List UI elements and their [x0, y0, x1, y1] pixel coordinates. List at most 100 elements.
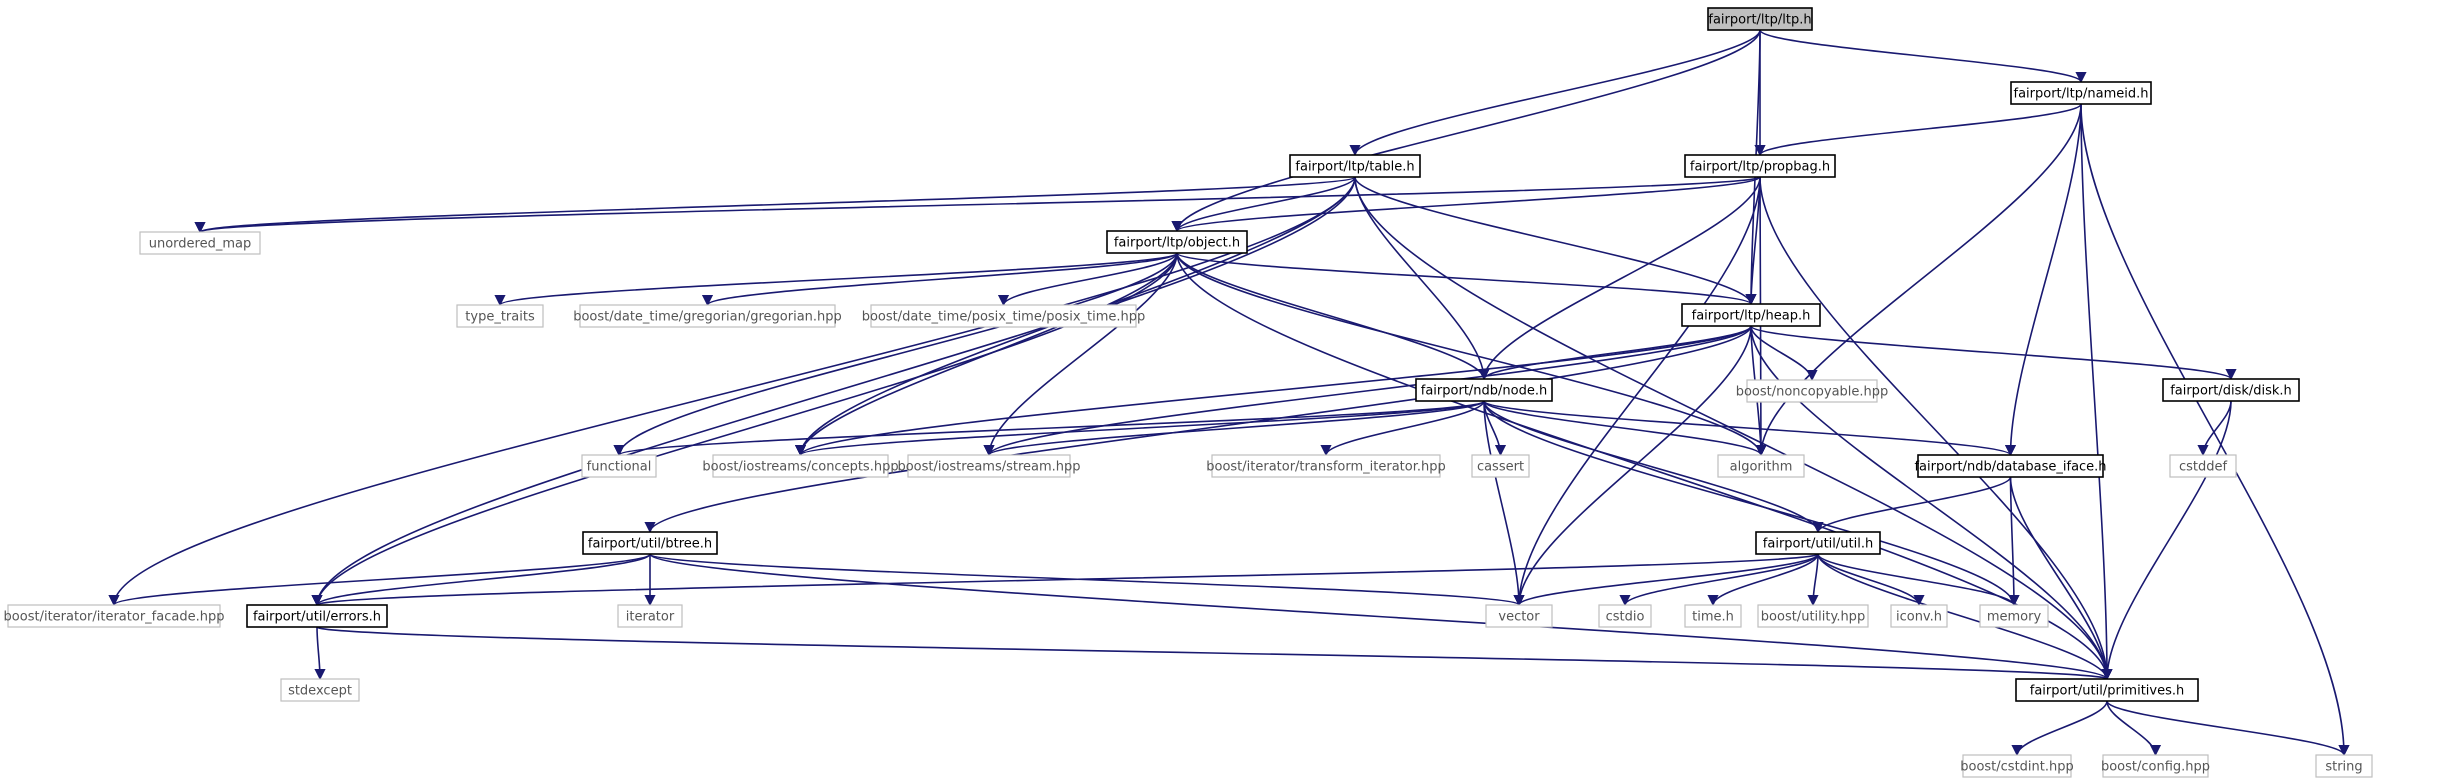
node-box	[1717, 454, 1805, 478]
edge-table_h-to-object_h	[1171, 176, 1356, 233]
edge-btree_h-to-iterator_facade_hpp	[108, 553, 651, 607]
node-box	[1707, 7, 1813, 31]
node-label: algorithm	[1730, 460, 1793, 475]
node-box	[1890, 604, 1948, 628]
edge-nameid_h-to-string	[2080, 103, 2350, 757]
node-transform-iterator-hpp: boost/iterator/transform_iterator.hpp	[1206, 454, 1446, 478]
edge-propbag_h-to-object_h	[1171, 176, 1761, 233]
node-concepts-hpp: boost/iostreams/concepts.hpp	[702, 454, 899, 478]
node-box	[2169, 454, 2237, 478]
node-nameid-h[interactable]: fairport/ltp/nameid.h	[2010, 81, 2152, 105]
edge-heap_h-to-stream_hpp	[983, 325, 1752, 457]
node-functional: functional	[581, 454, 657, 478]
node-label: fairport/ltp/table.h	[1295, 160, 1414, 175]
node-box	[1415, 378, 1553, 402]
node-label: boost/utility.hpp	[1761, 610, 1865, 625]
node-box	[280, 678, 360, 702]
node-box	[1684, 604, 1742, 628]
node-box	[1962, 754, 2072, 778]
edge-errors_h-to-stdexcept	[314, 626, 326, 681]
edge-util_h-to-iconv_h	[1817, 553, 1925, 607]
node-label: cassert	[1477, 460, 1524, 475]
edge-node_h-to-concepts_hpp	[795, 400, 1485, 457]
node-util-h[interactable]: fairport/util/util.h	[1755, 531, 1881, 555]
edge-propbag_h-to-vector	[1513, 176, 1761, 607]
edge-ltp_h-to-object_h	[1171, 29, 1761, 233]
node-box	[1211, 454, 1441, 478]
node-box	[1979, 604, 2049, 628]
node-memory: memory	[1979, 604, 2049, 628]
node-ltp-h[interactable]: fairport/ltp/ltp.h	[1707, 7, 1813, 31]
node-label: boost/iostreams/stream.hpp	[897, 460, 1080, 475]
node-disk-h[interactable]: fairport/disk/disk.h	[2162, 378, 2300, 402]
node-node-h[interactable]: fairport/ndb/node.h	[1415, 378, 1553, 402]
node-primitives-h[interactable]: fairport/util/primitives.h	[2015, 678, 2199, 702]
node-noncopyable-hpp: boost/noncopyable.hpp	[1736, 379, 1889, 403]
edge-nameid_h-to-primitives_h	[2080, 103, 2113, 681]
node-label: unordered_map	[149, 237, 252, 252]
node-label: boost/cstdint.hpp	[1960, 760, 2074, 775]
edge-util_h-to-cstdio	[1619, 553, 1819, 607]
node-table-h[interactable]: fairport/ltp/table.h	[1289, 154, 1421, 178]
node-label: fairport/ndb/database_iface.h	[1914, 460, 2106, 475]
edge-object_h-to-gregorian_hpp	[702, 252, 1178, 307]
node-label: cstdio	[1606, 610, 1645, 625]
node-box	[1755, 531, 1881, 555]
node-label: string	[2325, 760, 2362, 775]
node-label: iconv.h	[1896, 610, 1942, 625]
node-iterator-facade-hpp: boost/iterator/iterator_facade.hpp	[4, 604, 224, 628]
node-btree-h[interactable]: fairport/util/btree.h	[582, 531, 718, 555]
node-label: boost/noncopyable.hpp	[1736, 385, 1889, 400]
node-label: fairport/ltp/object.h	[1114, 236, 1240, 251]
node-label: fairport/ndb/node.h	[1421, 384, 1547, 399]
node-label: stdexcept	[288, 684, 352, 699]
node-label: memory	[1987, 610, 2042, 625]
node-label: type_traits	[465, 310, 535, 325]
node-vector: vector	[1485, 604, 1553, 628]
edge-object_h-to-concepts_hpp	[794, 252, 1178, 457]
node-box	[582, 531, 718, 555]
edge-node_h-to-vector	[1483, 400, 1525, 607]
edge-ltp_h-to-table_h	[1349, 29, 1761, 157]
node-errors-h[interactable]: fairport/util/errors.h	[246, 604, 388, 628]
edge-util_h-to-vector	[1513, 553, 1819, 607]
edge-util_h-to-time_h	[1707, 553, 1819, 607]
edge-node_h-to-algorithm	[1483, 400, 1767, 457]
node-config-hpp: boost/config.hpp	[2101, 754, 2210, 778]
node-unordered-map: unordered_map	[139, 231, 261, 255]
edge-heap_h-to-disk_h	[1750, 325, 2237, 381]
edge-ltp_h-to-nameid_h	[1759, 29, 2087, 84]
edge-table_h-to-heap_h	[1354, 176, 1757, 306]
node-box	[1917, 454, 2104, 478]
node-database-iface-h[interactable]: fairport/ndb/database_iface.h	[1914, 454, 2107, 478]
node-label: fairport/util/util.h	[1763, 537, 1873, 552]
node-propbag-h[interactable]: fairport/ltp/propbag.h	[1684, 154, 1836, 178]
node-cstdio: cstdio	[1598, 604, 1652, 628]
edge-node_h-to-memory	[1483, 400, 2020, 607]
node-cassert: cassert	[1471, 454, 1530, 478]
node-label: cstddef	[2179, 460, 2228, 475]
node-box	[1757, 604, 1869, 628]
node-posix-time-hpp: boost/date_time/posix_time/posix_time.hp…	[862, 304, 1146, 328]
node-box	[712, 454, 889, 478]
node-stream-hpp: boost/iostreams/stream.hpp	[897, 454, 1081, 478]
node-object-h[interactable]: fairport/ltp/object.h	[1106, 230, 1248, 254]
edge-primitives_h-to-string	[2106, 700, 2350, 757]
edge-propbag_h-to-node_h	[1478, 176, 1761, 381]
node-label: fairport/disk/disk.h	[2170, 384, 2292, 399]
node-iconv-h: iconv.h	[1890, 604, 1948, 628]
node-heap-h[interactable]: fairport/ltp/heap.h	[1681, 303, 1821, 327]
edge-propbag_h-to-unordered_map	[195, 176, 1761, 234]
node-label: time.h	[1692, 610, 1734, 625]
edge-nameid_h-to-database_iface_h	[2004, 103, 2082, 457]
node-box	[2315, 754, 2373, 778]
edge-table_h-to-iterator_facade_hpp	[108, 176, 1356, 607]
edge-table_h-to-unordered_map	[195, 176, 1356, 234]
node-box	[581, 454, 657, 478]
node-box	[456, 304, 544, 328]
node-label: boost/date_time/posix_time/posix_time.hp…	[862, 310, 1146, 325]
edge-database_iface_h-to-primitives_h	[2009, 476, 2113, 681]
node-type-traits: type_traits	[456, 304, 544, 328]
edge-util_h-to-primitives_h	[1817, 553, 2113, 681]
